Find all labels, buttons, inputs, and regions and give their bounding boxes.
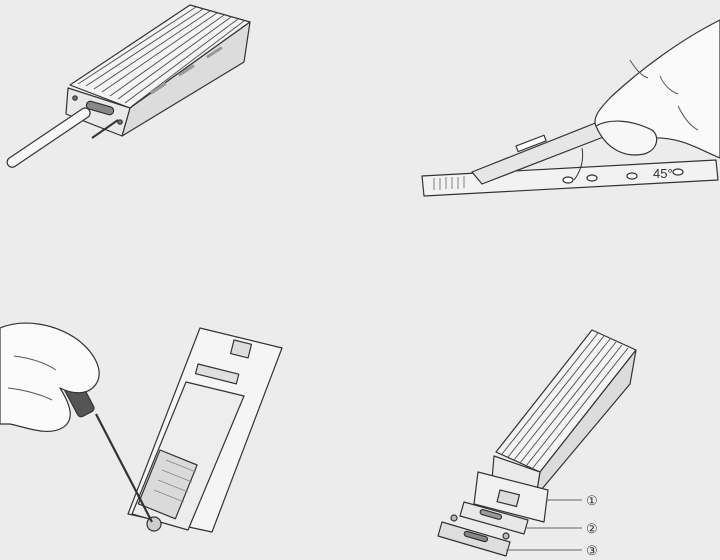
screw-hole-left	[72, 95, 78, 101]
callout-3: ③	[586, 543, 598, 558]
angle-arc	[573, 147, 584, 181]
knuckle-lines	[629, 59, 699, 131]
step4-panel: ① ② ③	[360, 300, 720, 560]
usb-c-port	[85, 100, 115, 116]
side-vents	[150, 46, 223, 95]
pad-label	[515, 134, 547, 153]
screw-right	[502, 532, 510, 540]
screw-left	[450, 514, 458, 522]
screwdriver-handle	[6, 107, 91, 168]
part2-port-cutout	[479, 509, 503, 520]
step2-illustration: 45°	[421, 19, 720, 197]
board-mount-holes	[562, 168, 684, 184]
step3-illustration	[0, 322, 283, 533]
board-contacts	[433, 176, 465, 190]
enclosure-fins	[77, 6, 245, 107]
screwdriver-shaft	[91, 119, 119, 139]
screw-hole-right	[117, 119, 123, 125]
step4-illustration: ① ② ③	[437, 329, 637, 558]
usb-bridge-chip	[230, 339, 253, 359]
ssd-mounting-screw	[146, 516, 162, 532]
enclosure-fins	[501, 332, 629, 470]
step3-panel	[0, 300, 360, 560]
callout-1: ①	[586, 493, 598, 508]
finger-lines	[7, 355, 57, 401]
callout-leaders	[506, 499, 582, 551]
part1-chip	[496, 489, 521, 508]
step1-panel	[0, 0, 360, 250]
step1-illustration	[6, 4, 251, 168]
part3-port-cutout	[463, 530, 489, 543]
thumb	[595, 120, 658, 156]
step2-panel: 45°	[360, 0, 720, 250]
hand	[0, 322, 100, 432]
screwdriver-shaft	[95, 413, 153, 523]
m2-connector	[194, 363, 240, 385]
ssd-nand-chip	[137, 449, 198, 520]
ssd-chip-lines	[153, 459, 197, 503]
callout-2: ②	[586, 521, 598, 536]
angle-label: 45°	[653, 166, 673, 181]
